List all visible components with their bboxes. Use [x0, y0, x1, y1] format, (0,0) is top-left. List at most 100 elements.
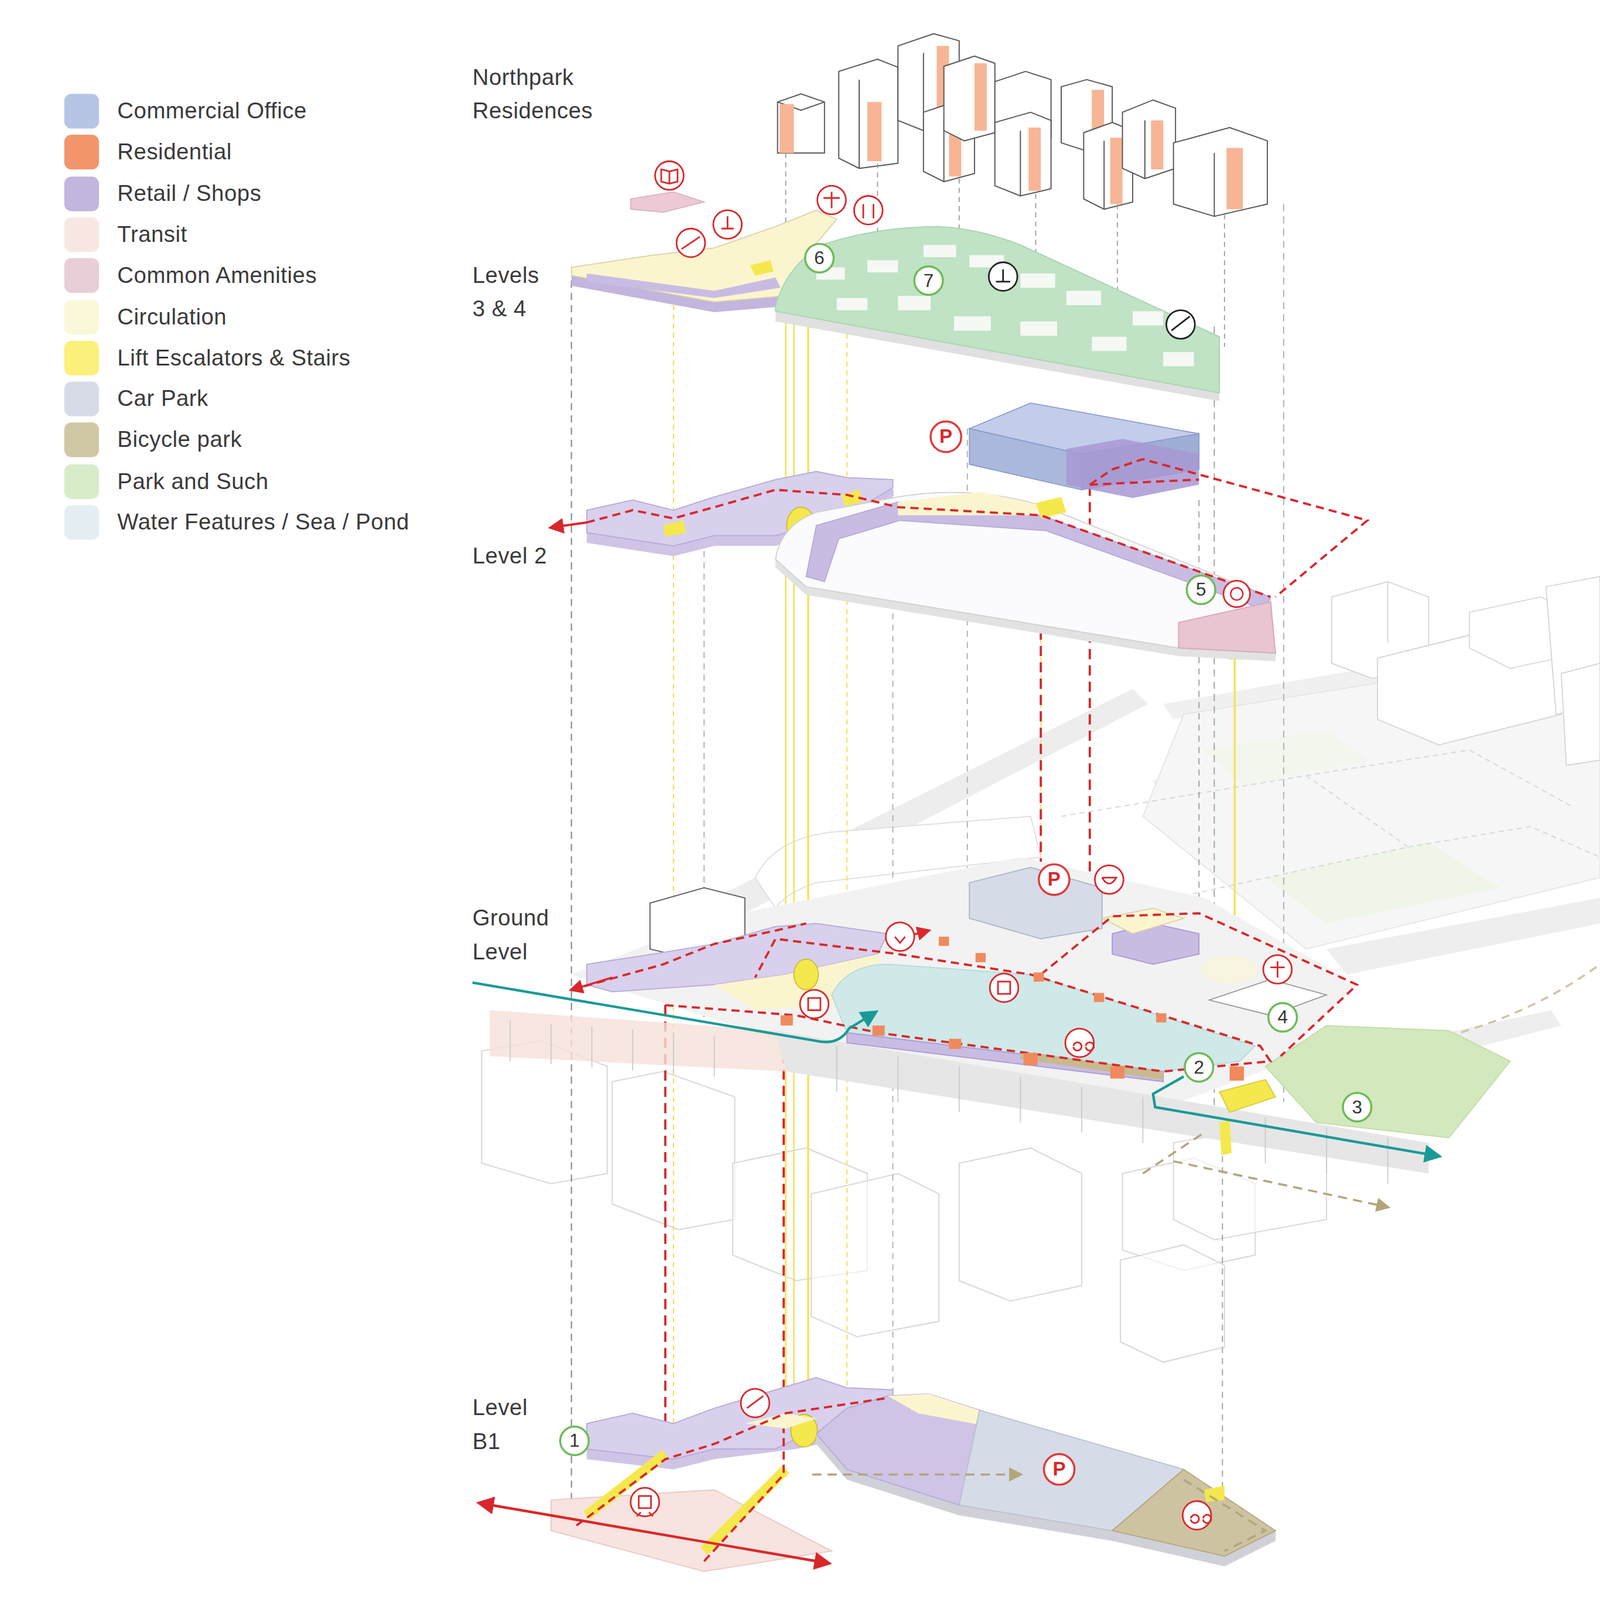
- library-icon: [655, 161, 685, 190]
- toilet-icon: [853, 195, 883, 225]
- bicycle-area: [1112, 1469, 1276, 1557]
- park-field: [1265, 1025, 1511, 1138]
- kiosk: [1229, 1066, 1244, 1081]
- escalator: [1219, 1120, 1232, 1155]
- circulation-ground: [1102, 908, 1184, 935]
- parking-icon: P: [929, 420, 963, 454]
- garden-icon: [988, 262, 1018, 292]
- kiosk: [1110, 1066, 1125, 1079]
- legend-swatch: [64, 258, 99, 293]
- red-route-arrow: [571, 977, 613, 990]
- callout-number: 1: [559, 1425, 590, 1456]
- levels-3-4: [571, 161, 1220, 401]
- plot-line: [1407, 826, 1600, 857]
- kiosk: [948, 1038, 962, 1049]
- park-slab: [775, 226, 1220, 393]
- escalator: [703, 1469, 786, 1551]
- red-vertical: [782, 1020, 785, 1429]
- legend-text: Bicycle park: [117, 424, 242, 456]
- carpark-ground: [969, 867, 1103, 939]
- footprint: [836, 298, 868, 311]
- callout-number: 2: [1183, 1051, 1215, 1083]
- escalator: [663, 520, 686, 538]
- amenity-area: [1178, 602, 1276, 654]
- train-icon: [630, 1487, 660, 1517]
- legend-swatch: [64, 422, 99, 458]
- callout-number: 7: [913, 265, 944, 296]
- legend-text: Common Amenities: [117, 260, 317, 292]
- escalator: [1219, 1079, 1276, 1113]
- tower: [777, 93, 825, 153]
- context-building: [1561, 662, 1600, 765]
- legend-swatch: [64, 299, 99, 334]
- icons: [800, 865, 1292, 1058]
- tower: [838, 59, 898, 169]
- retail-band: [805, 501, 1271, 611]
- grey-guide: [571, 280, 573, 1500]
- legend-swatch: [64, 340, 99, 376]
- footprint: [923, 244, 957, 258]
- footprint: [1020, 273, 1055, 288]
- rail-platform: [489, 1010, 786, 1072]
- level-label: Level 2: [472, 538, 575, 573]
- footprint: [897, 295, 931, 310]
- bus-icon: [989, 973, 1019, 1003]
- escalator: [1035, 496, 1066, 519]
- black-icons: [988, 262, 1195, 340]
- grey-guide: [1221, 1122, 1223, 1490]
- ground-level: [472, 856, 1511, 1208]
- callout-number: 3: [1341, 1091, 1373, 1123]
- level-label: Level B1: [472, 1390, 540, 1459]
- red-route: [665, 938, 1271, 1072]
- legend-swatch: [64, 217, 99, 252]
- level-b1: [479, 1377, 1276, 1572]
- glyph: [1230, 587, 1243, 600]
- retail-strip: [586, 273, 781, 299]
- legend-swatch: [64, 381, 99, 417]
- red-route: [571, 923, 807, 990]
- level-2: [551, 402, 1368, 662]
- bicycle-strip: [1020, 1050, 1164, 1080]
- tower-strip: [1150, 120, 1164, 170]
- legend-text: Commercial Office: [117, 96, 307, 127]
- main-slab: [775, 492, 1276, 654]
- tower: [995, 112, 1052, 197]
- legend-text: Retail / Shops: [117, 178, 262, 209]
- red-route: [586, 489, 1271, 597]
- teal-route: [472, 982, 876, 1042]
- red-route: [576, 1397, 888, 1526]
- yellow-guide: [846, 306, 848, 1409]
- tower-strip: [1226, 148, 1243, 210]
- teal-route: [1153, 1076, 1439, 1157]
- red-route: [703, 1428, 784, 1561]
- icons: [630, 1388, 1212, 1530]
- parking-icon: P: [1043, 1453, 1076, 1486]
- level-label: Levels 3 & 4: [472, 258, 546, 326]
- bicycle-route: [1142, 1132, 1205, 1174]
- footprint: [954, 316, 991, 331]
- red-route: [1089, 459, 1368, 597]
- tower-strip: [779, 104, 794, 154]
- footprint: [1091, 336, 1127, 351]
- tower: [1173, 127, 1268, 217]
- residence-towers: [777, 33, 1268, 217]
- legend-swatch: [64, 134, 99, 170]
- tower-strip: [867, 101, 882, 162]
- rail-hatch: [510, 1020, 1388, 1184]
- glyph: [681, 192, 874, 250]
- kiosk: [1093, 992, 1104, 1003]
- plot-line: [1306, 750, 1572, 807]
- pavilion: [1209, 979, 1327, 1015]
- footprint: [867, 260, 898, 273]
- footprint: [1132, 310, 1164, 326]
- green-plot: [1204, 729, 1368, 786]
- yellow-guide: [784, 285, 787, 1429]
- legend-swatch: [64, 93, 99, 129]
- red-route-arrow: [551, 522, 587, 528]
- drop-line: [1224, 214, 1226, 347]
- legend-text: Lift Escalators & Stairs: [117, 342, 351, 374]
- transit-box: [551, 1489, 832, 1572]
- glyph: [808, 877, 1285, 1051]
- footprint: [1066, 291, 1102, 306]
